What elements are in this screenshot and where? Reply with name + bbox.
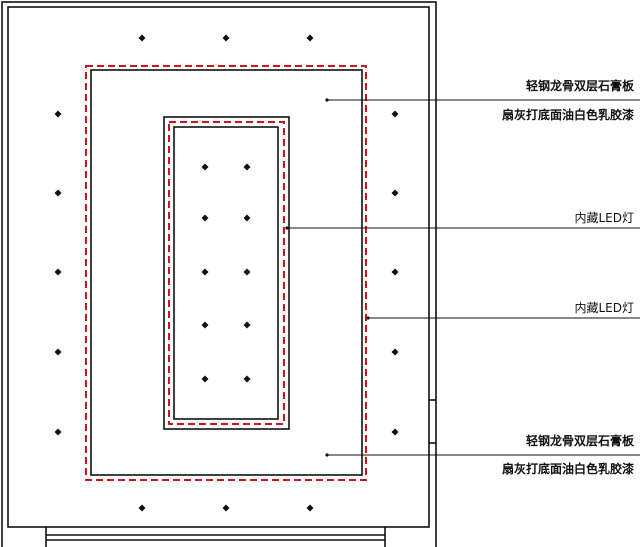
- downlight-icon: [306, 34, 314, 42]
- downlight-icon: [54, 110, 62, 118]
- downlight-icon: [391, 189, 399, 197]
- annotation-label: 内藏LED灯: [574, 301, 634, 315]
- annotation-label: 轻钢龙骨双层石膏板: [525, 434, 634, 448]
- downlight-icon: [243, 214, 251, 222]
- leader-dot: [366, 316, 370, 320]
- downlight-icon: [222, 504, 230, 512]
- downlight-icon: [54, 189, 62, 197]
- downlight-icon: [243, 321, 251, 329]
- downlight-icon: [201, 268, 209, 276]
- downlight-icon: [54, 348, 62, 356]
- downlight-icon: [201, 214, 209, 222]
- room-outer-wall: [1, 1, 437, 547]
- annotation-label: 内藏LED灯: [574, 211, 634, 225]
- outer-led-strip: [85, 65, 367, 481]
- downlight-icon: [243, 163, 251, 171]
- downlight-icon: [391, 348, 399, 356]
- annotation-label: 扇灰打底面油白色乳胶漆: [501, 108, 634, 122]
- annotation-label: 轻钢龙骨双层石膏板: [525, 79, 634, 93]
- downlight-icon: [54, 268, 62, 276]
- inner-ceiling-recess-inner: [173, 126, 279, 420]
- leader-dot: [285, 226, 289, 230]
- inner-led-strip: [168, 121, 285, 425]
- downlight-icon: [243, 268, 251, 276]
- downlight-icon: [306, 504, 314, 512]
- leader-dot: [325, 98, 329, 102]
- downlight-icon: [391, 110, 399, 118]
- downlight-icon: [391, 268, 399, 276]
- annotation-label: 扇灰打底面油白色乳胶漆: [501, 462, 634, 476]
- downlight-icon: [201, 321, 209, 329]
- downlight-icon: [391, 428, 399, 436]
- downlight-icon: [138, 504, 146, 512]
- downlight-icon: [54, 428, 62, 436]
- downlight-icon: [201, 163, 209, 171]
- room-inner-wall: [7, 6, 430, 528]
- outer-ceiling-recess: [90, 69, 363, 476]
- downlight-icon: [201, 375, 209, 383]
- inner-ceiling-recess-outer: [163, 116, 290, 430]
- downlight-icon: [138, 34, 146, 42]
- downlight-icon: [222, 34, 230, 42]
- downlight-icon: [243, 375, 251, 383]
- leader-dot: [325, 453, 329, 457]
